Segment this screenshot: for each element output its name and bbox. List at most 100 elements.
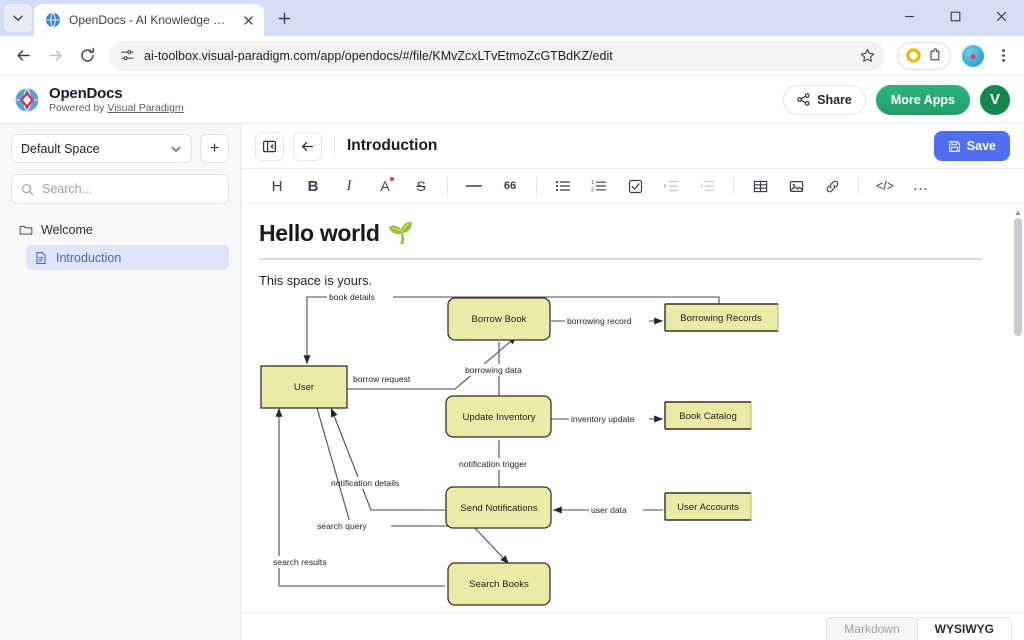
heading-text: Hello world	[259, 220, 380, 246]
page-settings-icon[interactable]	[120, 48, 135, 63]
scrollbar-track[interactable]	[1014, 218, 1022, 598]
tab-close-icon[interactable]	[240, 12, 256, 28]
space-selector[interactable]: Default Space	[11, 134, 192, 163]
flow-label-search-query: search query	[317, 521, 367, 531]
divider	[447, 177, 448, 195]
panel-collapse-icon[interactable]	[255, 131, 284, 161]
flow-book-details	[303, 296, 720, 364]
kebab-menu-icon[interactable]	[990, 43, 1016, 69]
text-color-button[interactable]: A	[367, 172, 403, 200]
sidebar-search[interactable]	[11, 174, 229, 204]
data-flow-diagram[interactable]: book details book details borrow request…	[259, 294, 982, 612]
code-button[interactable]: </>	[867, 172, 903, 200]
italic-button[interactable]: I	[331, 172, 367, 200]
page-title: Introduction	[347, 137, 438, 154]
table-button[interactable]	[742, 172, 778, 200]
back-arrow-icon[interactable]	[8, 41, 38, 71]
folder-icon	[19, 223, 33, 237]
dfd-datastore-user-accounts[interactable]: User Accounts	[664, 492, 752, 521]
editor-scrollbar[interactable]: ▲	[1012, 204, 1024, 612]
svg-text:1: 1	[591, 180, 594, 186]
globe-icon	[45, 12, 61, 28]
datastore-label: User Accounts	[677, 502, 739, 513]
dfd-process-borrow-book[interactable]: Borrow Book	[447, 297, 551, 341]
search-input[interactable]	[42, 182, 219, 196]
document-page[interactable]: Hello world 🌱 This space is yours.	[241, 204, 1012, 612]
document-pane: Introduction Save H B I A S	[241, 124, 1024, 640]
scroll-up-icon[interactable]: ▲	[1014, 207, 1022, 217]
extensions-icon[interactable]	[927, 48, 942, 63]
link-button[interactable]	[814, 172, 850, 200]
strikethrough-glyph: S	[416, 178, 426, 194]
dfd-process-search-books[interactable]: Search Books	[447, 562, 551, 606]
dfd-datastore-borrowing-records[interactable]: Borrowing Records	[664, 303, 779, 332]
maximize-icon[interactable]	[932, 0, 978, 32]
editor-canvas: Hello world 🌱 This space is yours.	[241, 204, 1024, 612]
new-tab-button[interactable]	[270, 4, 298, 32]
sidebar: Default Space +	[0, 124, 241, 640]
blockquote-button[interactable]: 66	[492, 172, 528, 200]
bullet-list-button[interactable]	[545, 172, 581, 200]
bold-glyph: B	[307, 177, 319, 195]
tab-markdown[interactable]: Markdown	[826, 617, 918, 640]
blockquote-glyph: 66	[503, 180, 517, 192]
flow-search-query	[316, 407, 510, 565]
dfd-entity-user[interactable]: User	[260, 365, 348, 409]
sidebar-item-label: Introduction	[56, 250, 122, 265]
sidebar-item-introduction[interactable]: Introduction	[26, 245, 229, 270]
code-glyph: </>	[875, 179, 895, 193]
heading-button[interactable]: H	[259, 172, 295, 200]
status-bar: Markdown WYSIWYG	[241, 612, 1024, 640]
bold-button[interactable]: B	[295, 172, 331, 200]
tab-search-chevron-icon[interactable]	[4, 4, 32, 32]
browser-tab[interactable]: OpenDocs - AI Knowledge Base	[34, 4, 264, 36]
visual-paradigm-link[interactable]: Visual Paradigm	[107, 102, 184, 115]
star-icon[interactable]	[860, 48, 875, 63]
datastore-label: Book Catalog	[679, 411, 737, 422]
sidebar-item-welcome[interactable]: Welcome	[11, 217, 229, 242]
tab-wysiwyg[interactable]: WYSIWYG	[916, 617, 1012, 640]
back-button[interactable]	[293, 131, 322, 161]
share-label: Share	[817, 92, 852, 107]
dfd-process-send-notifications[interactable]: Send Notifications	[445, 486, 552, 529]
save-disk-icon	[948, 140, 961, 153]
text-color-glyph: A	[380, 178, 390, 194]
visual-paradigm-globe-logo	[14, 87, 40, 113]
reload-icon[interactable]	[72, 41, 102, 71]
flow-notification-details	[330, 407, 445, 511]
horizontal-rule-button[interactable]	[456, 172, 492, 200]
image-button[interactable]	[778, 172, 814, 200]
yellow-circle-icon[interactable]	[906, 48, 921, 63]
save-button[interactable]: Save	[933, 131, 1010, 161]
dfd-datastore-book-catalog[interactable]: Book Catalog	[664, 401, 752, 430]
flow-label-notification-trigger: notification trigger	[459, 459, 527, 469]
flow-label-borrowing-data: borrowing data	[465, 365, 522, 375]
app-body: Default Space +	[0, 124, 1024, 640]
extensions-pill[interactable]	[897, 41, 951, 70]
dfd-process-update-inventory[interactable]: Update Inventory	[445, 395, 552, 438]
outdent-button	[689, 172, 725, 200]
close-icon[interactable]	[978, 0, 1024, 32]
add-page-button[interactable]: +	[200, 134, 229, 163]
scrollbar-thumb[interactable]	[1014, 218, 1022, 336]
browser-profile-icon[interactable]: ●	[962, 44, 984, 67]
more-options-button[interactable]: …	[903, 172, 939, 200]
user-avatar[interactable]: V	[980, 84, 1010, 115]
share-button[interactable]: Share	[783, 84, 866, 115]
divider	[858, 177, 859, 195]
address-bar[interactable]: ai-toolbox.visual-paradigm.com/app/opend…	[110, 40, 885, 71]
opendocs-app: OpenDocs Powered by Visual Paradigm Shar…	[0, 76, 1024, 640]
document-paragraph: This space is yours.	[259, 273, 373, 288]
forward-arrow-icon	[40, 41, 70, 71]
indent-button	[653, 172, 689, 200]
editor-mode-tabs: Markdown WYSIWYG	[826, 616, 1012, 640]
more-apps-button[interactable]: More Apps	[875, 84, 970, 115]
strikethrough-button[interactable]: S	[403, 172, 439, 200]
minimize-icon[interactable]	[886, 0, 932, 32]
flow-search-results	[275, 408, 445, 587]
brand-block: OpenDocs Powered by Visual Paradigm	[49, 85, 184, 114]
datastore-label: Borrowing Records	[680, 313, 762, 324]
checklist-button[interactable]	[617, 172, 653, 200]
